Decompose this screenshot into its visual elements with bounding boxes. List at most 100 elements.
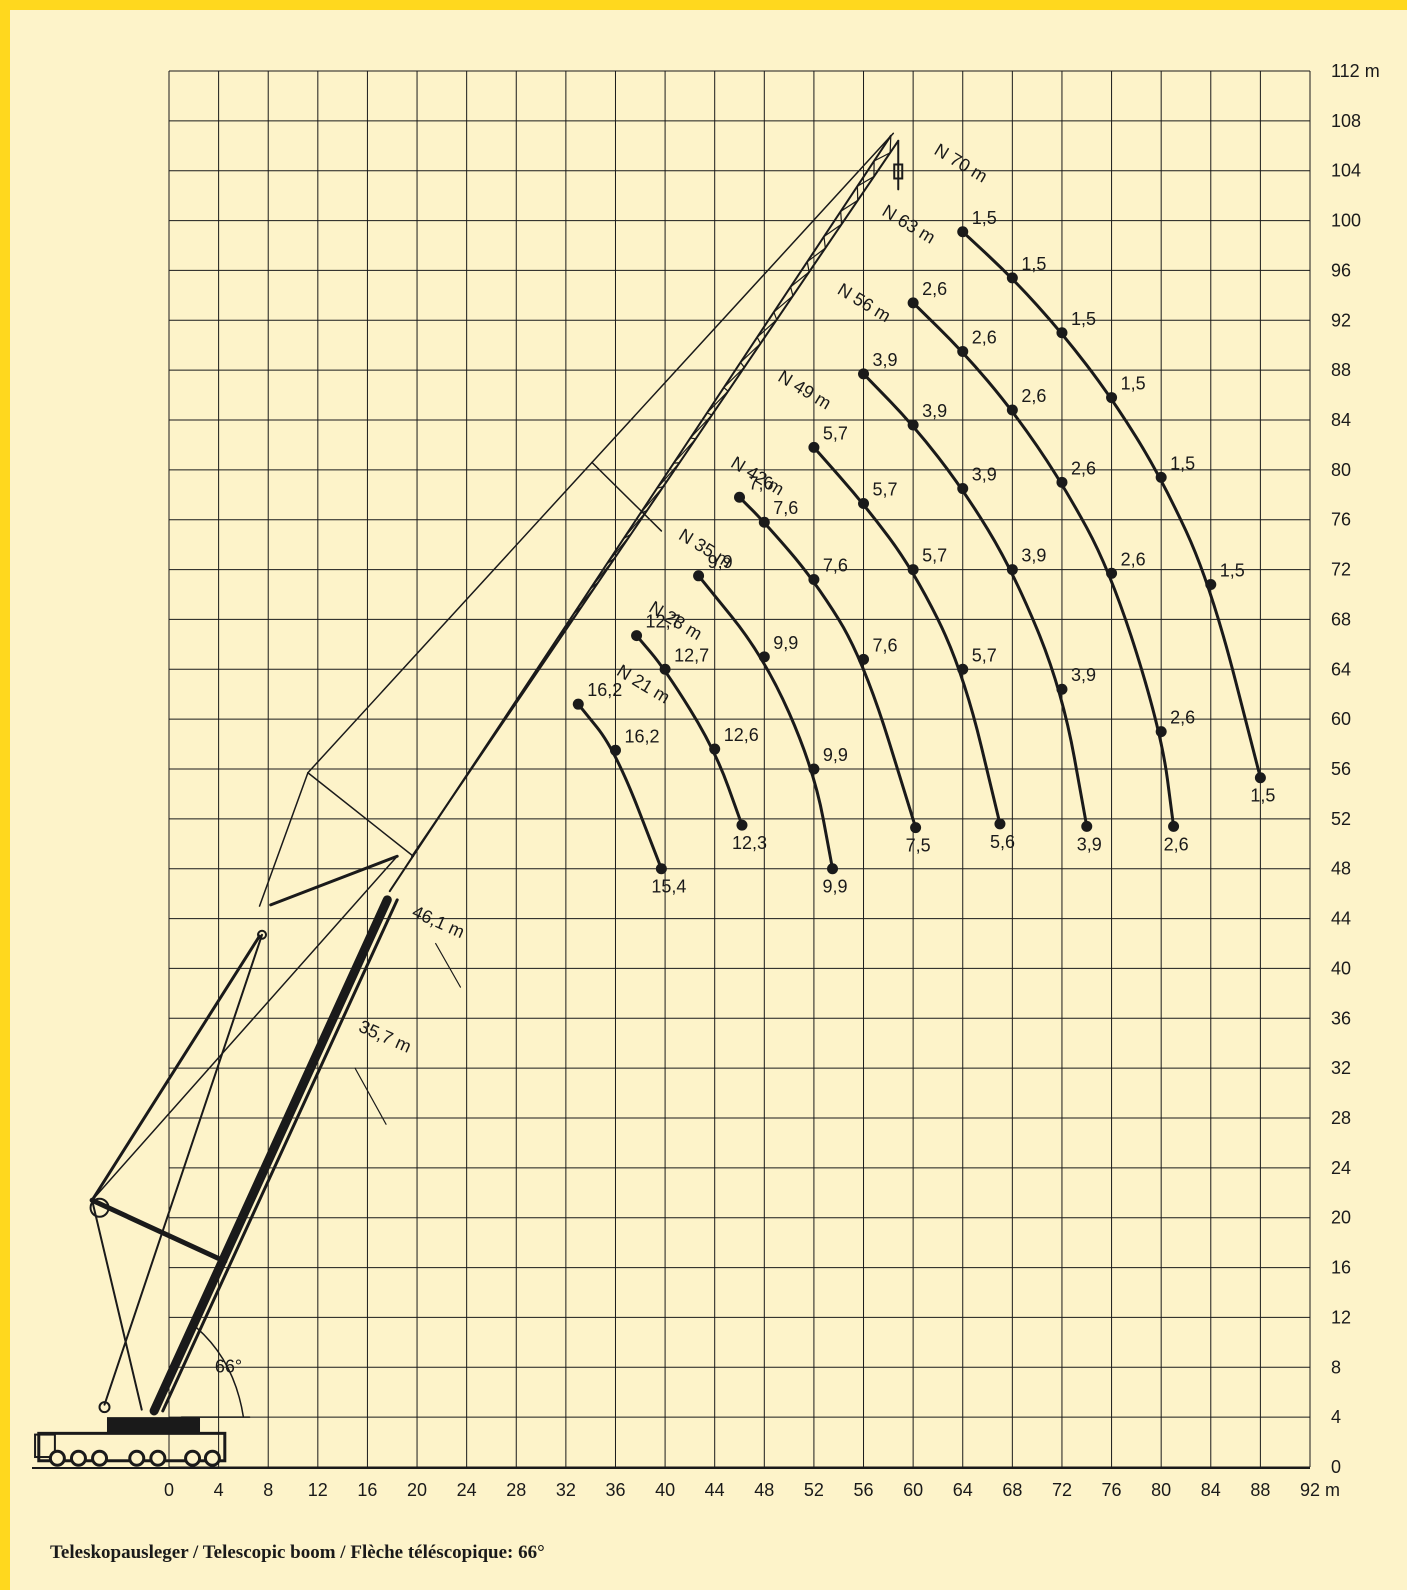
y-tick-label: 36 <box>1331 1008 1351 1028</box>
load-point <box>572 698 584 710</box>
load-value-label: 3,9 <box>873 350 898 370</box>
crane-cab-icon <box>34 1433 56 1459</box>
y-tick-label: 8 <box>1331 1357 1341 1377</box>
load-value-label: 9,9 <box>708 552 733 572</box>
load-value-label: 5,7 <box>873 480 898 500</box>
load-value-label: 5,6 <box>990 832 1015 852</box>
x-tick-label: 16 <box>357 1480 377 1500</box>
load-curve-line <box>635 634 744 826</box>
load-value-label: 9,9 <box>773 633 798 653</box>
y-tick-label: 28 <box>1331 1108 1351 1128</box>
load-value-label: 9,9 <box>823 877 848 897</box>
y-tick-label: 4 <box>1331 1407 1341 1427</box>
x-tick-label: 56 <box>854 1480 874 1500</box>
derrick-tie <box>91 1199 143 1411</box>
y-tick-label: 12 <box>1331 1307 1351 1327</box>
load-value-label: 1,5 <box>1170 453 1195 473</box>
load-value-label: 1,5 <box>1220 561 1245 581</box>
load-point <box>858 498 870 510</box>
y-tick-label: 32 <box>1331 1058 1351 1078</box>
load-value-label: 2,6 <box>1121 549 1146 569</box>
load-value-label: 7,6 <box>873 635 898 655</box>
load-point <box>736 819 748 831</box>
wheel-icon <box>69 1449 87 1467</box>
boom-angle-arc <box>195 1326 245 1418</box>
load-value-label: 2,6 <box>922 279 947 299</box>
load-point <box>1056 683 1068 695</box>
load-point <box>1205 579 1217 591</box>
load-value-label: 1,5 <box>1021 254 1046 274</box>
wheel-icon <box>203 1449 221 1467</box>
load-value-label: 7,6 <box>823 556 848 576</box>
load-point <box>858 368 870 380</box>
load-point <box>1006 564 1018 576</box>
y-tick-label: 92 <box>1331 310 1351 330</box>
chart-caption: Teleskopausleger / Telescopic boom / Flè… <box>50 1542 545 1563</box>
jib-length-label: N 70 m <box>931 140 991 187</box>
x-tick-label: 24 <box>457 1480 477 1500</box>
y-tick-label: 56 <box>1331 759 1351 779</box>
load-point <box>1168 820 1180 832</box>
x-tick-label: 52 <box>804 1480 824 1500</box>
load-value-label: 2,6 <box>1071 458 1096 478</box>
wheel-icon <box>48 1449 66 1467</box>
x-tick-label: 60 <box>903 1480 923 1500</box>
load-point <box>1006 404 1018 416</box>
load-value-label: 1,5 <box>972 208 997 228</box>
jib-guy-line-upper <box>307 132 895 774</box>
y-tick-label: 88 <box>1331 360 1351 380</box>
load-value-label: 3,9 <box>922 401 947 421</box>
x-tick-label: 0 <box>164 1480 174 1500</box>
load-value-label: 2,6 <box>972 327 997 347</box>
y-tick-label: 48 <box>1331 859 1351 879</box>
load-point <box>957 483 969 495</box>
load-point <box>994 818 1006 830</box>
strut-rope <box>258 771 309 907</box>
y-tick-label: 68 <box>1331 609 1351 629</box>
y-tick-label: 84 <box>1331 410 1351 430</box>
load-point <box>907 297 919 309</box>
load-value-label: 15,4 <box>651 877 686 897</box>
load-value-label: 1,5 <box>1071 309 1096 329</box>
pulley-icon <box>257 929 268 940</box>
pulley-icon <box>98 1401 111 1414</box>
x-tick-label: 8 <box>263 1480 273 1500</box>
y-tick-label: 20 <box>1331 1208 1351 1228</box>
x-tick-label: 72 <box>1052 1480 1072 1500</box>
x-tick-label: 44 <box>705 1480 725 1500</box>
jib-guy-tie <box>591 461 663 532</box>
load-value-label: 5,7 <box>823 423 848 443</box>
load-point <box>808 574 820 586</box>
load-point <box>609 744 621 756</box>
jib-length-label: N 49 m <box>775 366 835 413</box>
boom-angle-label: 66° <box>215 1356 242 1376</box>
load-curve-line <box>912 301 1176 827</box>
back-guy-rope <box>91 855 398 1202</box>
load-value-label: 3,9 <box>1071 665 1096 685</box>
load-point <box>1056 476 1068 488</box>
x-tick-label: 68 <box>1002 1480 1022 1500</box>
load-point <box>907 564 919 576</box>
telescopic-boom <box>149 895 392 1416</box>
x-tick-label: 64 <box>953 1480 973 1500</box>
load-value-label: 2,6 <box>1170 708 1195 728</box>
load-point <box>957 345 969 357</box>
wheel-icon <box>184 1449 202 1467</box>
load-value-label: 16,2 <box>587 680 622 700</box>
x-tick-label: 20 <box>407 1480 427 1500</box>
load-value-label: 5,7 <box>972 645 997 665</box>
x-tick-label: 4 <box>214 1480 224 1500</box>
load-point <box>1081 820 1093 832</box>
y-tick-label: 44 <box>1331 909 1351 929</box>
y-tick-label: 64 <box>1331 659 1351 679</box>
load-curve-line <box>961 230 1262 779</box>
wheel-icon <box>128 1449 146 1467</box>
hook-block-icon <box>893 163 904 180</box>
load-point <box>808 763 820 775</box>
y-tick-label: 100 <box>1331 211 1361 231</box>
load-value-label: 9,9 <box>823 745 848 765</box>
load-value-label: 16,2 <box>624 726 659 746</box>
wheel-icon <box>149 1449 167 1467</box>
